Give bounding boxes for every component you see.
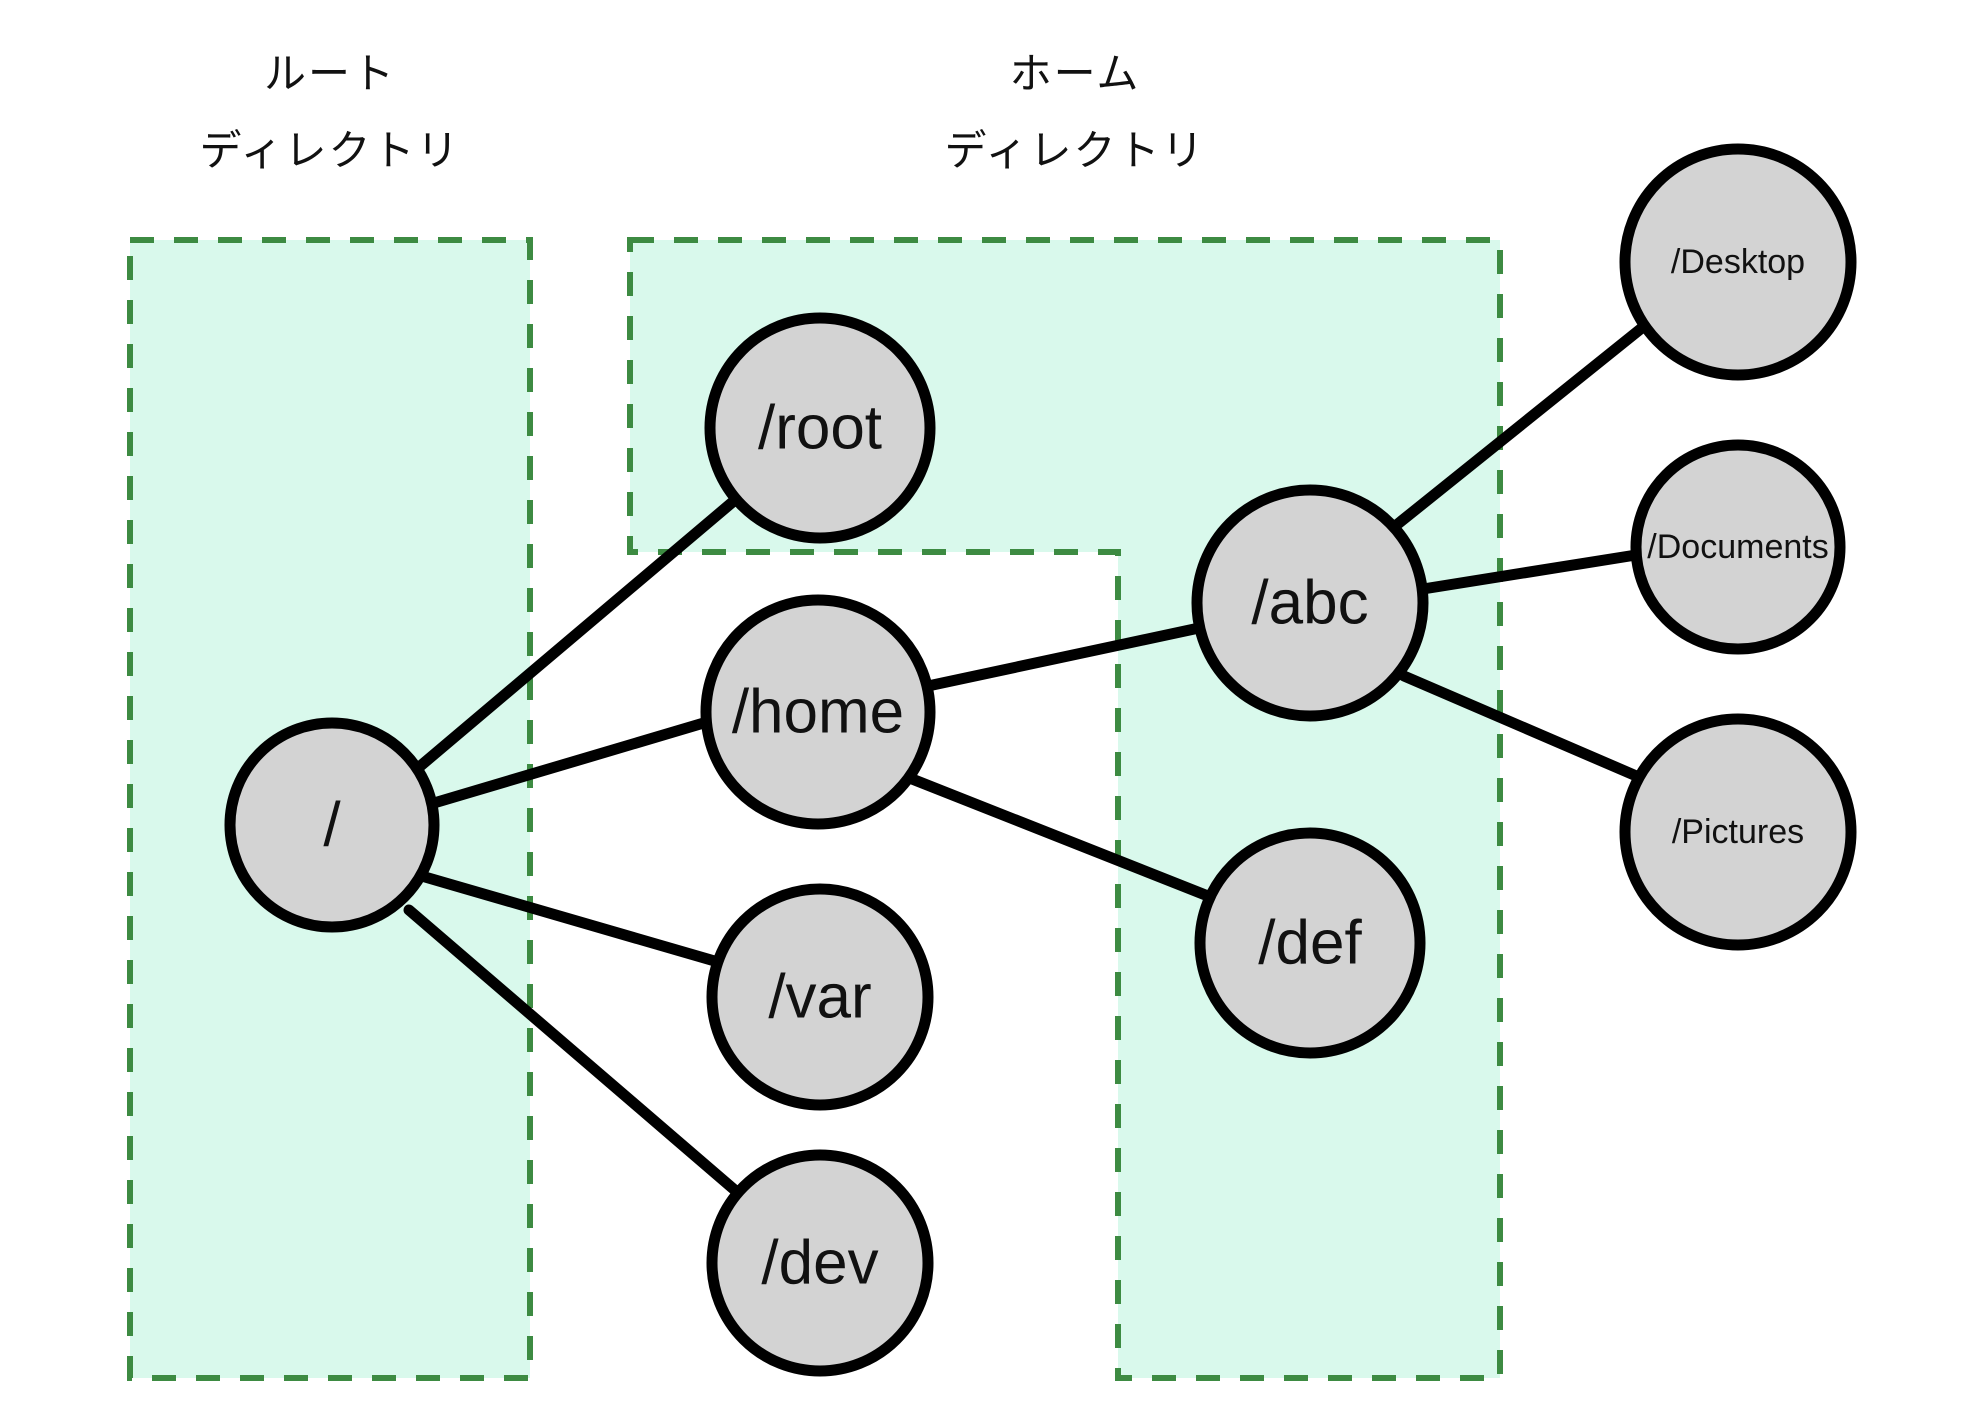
node-circle-var-dir[interactable]: [706, 883, 934, 1111]
node-label-dev-dir: /dev: [761, 1229, 878, 1298]
node-circle-documents-dir[interactable]: [1630, 439, 1846, 655]
node-root-slash[interactable]: /: [224, 717, 440, 933]
root-directory-caption-line2: ディレクトリ: [199, 127, 460, 174]
edge-root-to-home: [428, 716, 713, 809]
node-circle-def-dir[interactable]: [1194, 827, 1426, 1059]
edge-home-to-def: [901, 771, 1219, 904]
node-pictures-dir[interactable]: /Pictures: [1619, 713, 1857, 951]
node-label-home-dir: /home: [732, 678, 904, 747]
node-label-pictures-dir: /Pictures: [1672, 813, 1804, 851]
region-captions: ルート ディレクトリ ホーム ディレクトリ: [199, 50, 1205, 174]
node-abc-dir[interactable]: /abc: [1191, 484, 1429, 722]
node-root-dir[interactable]: /root: [704, 312, 936, 544]
nodes: / /root/home/var/dev/abc/def/Desktop/Docu…: [224, 143, 1857, 1377]
node-dev-dir[interactable]: /dev: [706, 1149, 934, 1377]
node-circle-pictures-dir[interactable]: [1619, 713, 1857, 951]
home-directory-region-border: [627, 237, 1503, 1381]
node-label-def-dir: /def: [1258, 909, 1362, 978]
node-label-var-dir: /var: [768, 963, 871, 1032]
node-label-abc-dir: /abc: [1251, 569, 1368, 638]
edges: [403, 317, 1654, 1198]
node-circle-home-dir[interactable]: [700, 594, 936, 830]
node-label-desktop-dir: /Desktop: [1671, 243, 1805, 281]
node-label-root-dir: /root: [758, 394, 882, 463]
node-desktop-dir[interactable]: /Desktop: [1619, 143, 1857, 381]
root-directory-region-border: [127, 237, 533, 1381]
edge-root-to-dev: [403, 904, 743, 1198]
node-home-dir[interactable]: /home: [700, 594, 936, 830]
node-documents-dir[interactable]: /Documents: [1630, 439, 1846, 655]
home-directory-caption-line2: ディレクトリ: [944, 127, 1205, 174]
node-label-documents-dir: /Documents: [1647, 528, 1828, 566]
home-directory-caption-line1: ホーム: [1010, 50, 1141, 97]
edge-abc-to-documents: [1417, 549, 1642, 595]
region-outlines: [127, 237, 1503, 1381]
node-var-dir[interactable]: /var: [706, 883, 934, 1111]
edge-abc-to-desktop: [1388, 317, 1654, 533]
edge-home-to-abc: [922, 622, 1205, 692]
root-directory-caption-line1: ルート: [264, 50, 396, 97]
node-circle-root-dir[interactable]: [704, 312, 936, 544]
edge-root-to-rootdir: [412, 494, 741, 774]
node-circle-dev-dir[interactable]: [706, 1149, 934, 1377]
edge-root-to-var: [419, 871, 724, 968]
node-label-root-slash: /: [323, 791, 341, 860]
node-circle-desktop-dir[interactable]: [1619, 143, 1857, 381]
node-circle-abc-dir[interactable]: [1191, 484, 1429, 722]
edge-abc-to-pictures: [1398, 670, 1654, 787]
node-circle-root-slash[interactable]: [224, 717, 440, 933]
node-def-dir[interactable]: /def: [1194, 827, 1426, 1059]
